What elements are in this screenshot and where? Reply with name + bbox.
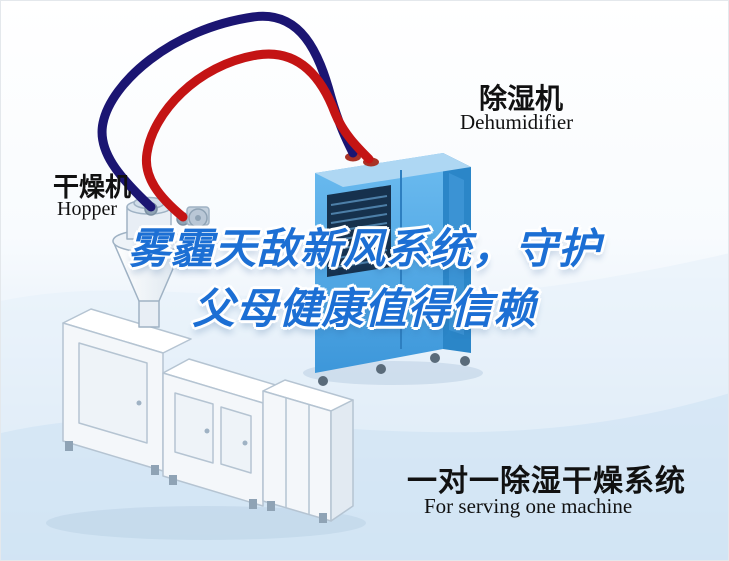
caption-cn: 一对一除湿干燥系统 xyxy=(407,465,686,498)
headline-line1: 雾霾天敌新风系统，守护 xyxy=(127,225,601,272)
dehumidifier-label-en: Dehumidifier xyxy=(460,110,574,134)
hopper-funnel xyxy=(112,196,210,328)
red-hose xyxy=(141,49,374,222)
headline-line2: 父母健康值得信赖 xyxy=(192,284,537,332)
caption-en: For serving one machine xyxy=(424,494,633,518)
dryer-label-en: Hopper xyxy=(57,198,117,220)
dryer-label-cn: 干燥机 xyxy=(53,172,132,202)
headline: 雾霾天敌新风系统，守护 父母健康值得信赖 xyxy=(1,219,728,338)
dehumidifier-label-cn: 除湿机 xyxy=(479,83,564,114)
dehumidifier-machine xyxy=(303,152,483,386)
extruder-machine xyxy=(46,308,366,540)
